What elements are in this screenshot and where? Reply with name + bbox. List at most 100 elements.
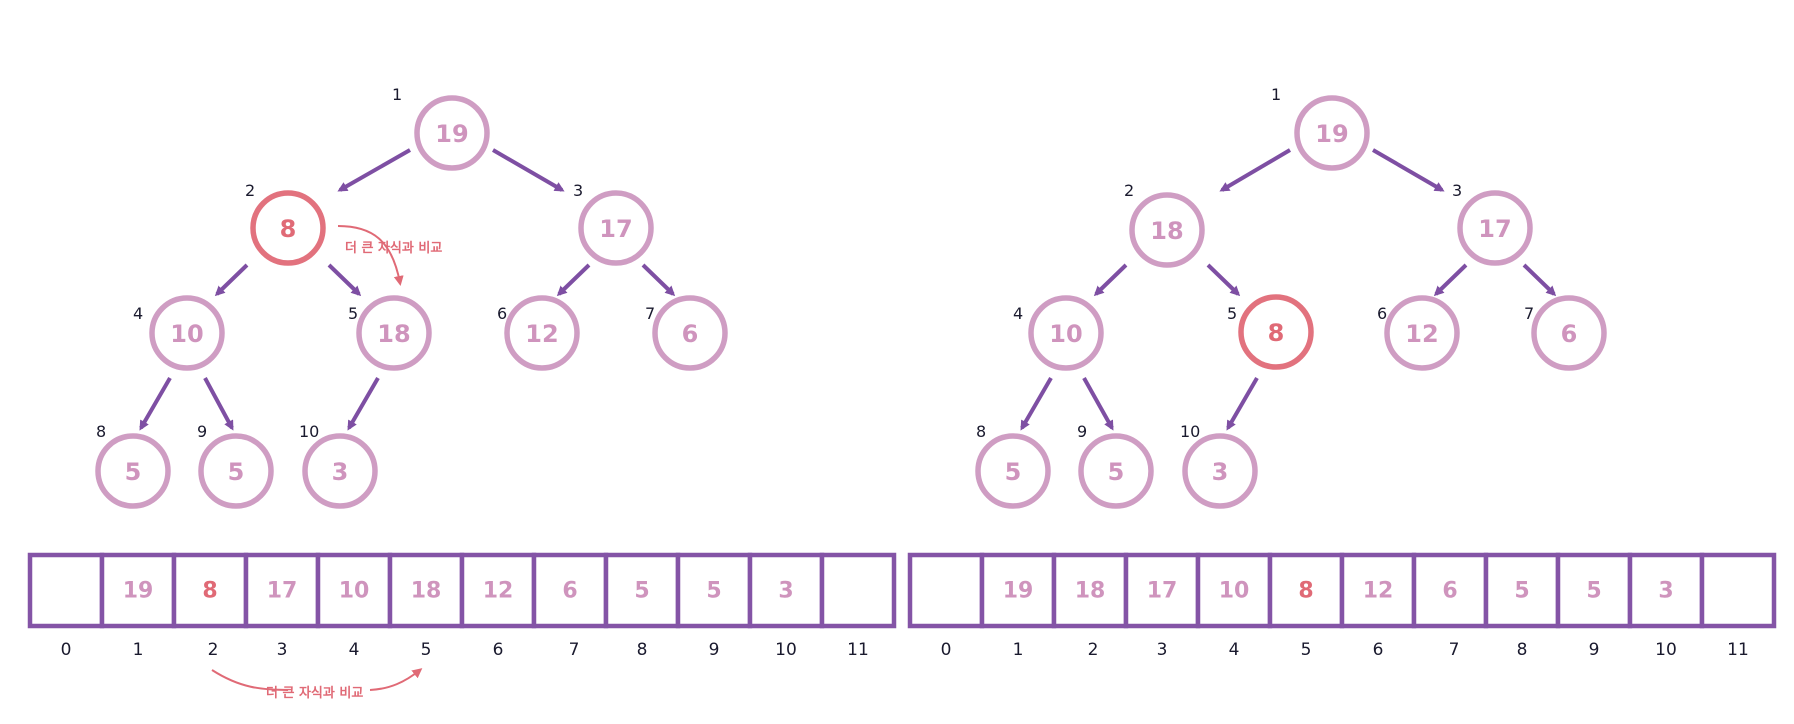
node-circle <box>149 295 225 371</box>
cell-value: 17 <box>267 579 298 604</box>
array-cell: 17 <box>1123 552 1201 629</box>
array-index-label: 11 <box>847 640 869 660</box>
cell-value: 3 <box>1658 579 1673 604</box>
array-index-label: 1 <box>1013 640 1024 660</box>
node-value: 5 <box>125 458 142 486</box>
edge-3-6 <box>556 263 591 297</box>
node-index-label: 1 <box>1271 85 1281 104</box>
node-value: 17 <box>599 215 632 243</box>
panel-before: 19 1 8 2 17 3 10 4 18 5 <box>27 85 897 701</box>
edge-1-3 <box>1371 148 1445 192</box>
cell-value: 5 <box>1514 579 1529 604</box>
array-compare-note: 더 큰 자식과 비교 <box>211 668 423 701</box>
tree-nodes: 19 1 18 2 17 3 10 4 8 5 <box>975 85 1607 509</box>
node-value: 18 <box>377 320 410 348</box>
node-circle <box>414 95 490 171</box>
note-arrow <box>369 668 423 691</box>
array-index-label: 6 <box>493 640 504 660</box>
array-index-label: 2 <box>208 640 219 660</box>
node-value: 5 <box>228 458 245 486</box>
array-cell: 6 <box>1411 552 1489 629</box>
node-index-label: 8 <box>96 422 106 441</box>
array-index-label: 0 <box>61 640 72 660</box>
tree-node: 12 6 <box>1377 295 1460 371</box>
node-circle-highlighted <box>1238 294 1314 370</box>
cell-value: 5 <box>634 579 649 604</box>
node-value: 18 <box>1150 217 1183 245</box>
array-index-label: 8 <box>1517 640 1528 660</box>
node-value: 12 <box>525 320 558 348</box>
node-index-label: 3 <box>573 181 583 200</box>
tree-node: 19 1 <box>1271 85 1370 171</box>
node-index-label: 3 <box>1452 181 1462 200</box>
array-cell: 10 <box>1195 552 1273 629</box>
array-index-label: 10 <box>775 640 797 660</box>
edge-4-9 <box>1082 377 1114 431</box>
node-index-label: 10 <box>299 422 319 441</box>
cell-value: 10 <box>339 579 370 604</box>
node-index-label: 8 <box>976 422 986 441</box>
cell-value: 19 <box>123 579 154 604</box>
tree-node: 10 4 <box>133 295 225 371</box>
node-value: 3 <box>1212 458 1229 486</box>
edge-1-2 <box>337 148 411 192</box>
node-value: 6 <box>1561 320 1578 348</box>
array-cell: 18 <box>387 552 465 629</box>
tree-node: 19 1 <box>392 85 490 171</box>
node-index-label: 7 <box>645 304 655 323</box>
node-circle <box>652 295 728 371</box>
array-index-label: 6 <box>1373 640 1384 660</box>
node-index-label: 1 <box>392 85 402 104</box>
array-cell: 6 <box>531 552 609 629</box>
node-value: 19 <box>435 120 468 148</box>
array-indices: 0 1 2 3 4 5 6 7 8 9 10 11 <box>941 640 1749 660</box>
array-cell-highlighted: 8 <box>171 552 249 629</box>
tree-node: 18 2 <box>1124 181 1205 268</box>
tree-node: 12 6 <box>497 295 580 371</box>
tree-node: 6 7 <box>645 295 728 371</box>
node-circle <box>975 433 1051 509</box>
cell-value: 6 <box>562 579 577 604</box>
cell-value: 18 <box>1075 579 1106 604</box>
edge-2-4 <box>1093 263 1128 297</box>
array-cell: 5 <box>603 552 681 629</box>
array-cell <box>819 552 897 629</box>
node-circle <box>578 190 654 266</box>
array-index-label: 7 <box>1449 640 1460 660</box>
tree-node: 6 7 <box>1524 295 1607 371</box>
cell-value: 8 <box>202 579 217 604</box>
node-circle <box>504 295 580 371</box>
array-index-label: 9 <box>1589 640 1600 660</box>
edge-4-8 <box>139 376 172 431</box>
array-indices: 0 1 2 3 4 5 6 7 8 9 10 11 <box>61 640 869 660</box>
cell-value: 5 <box>1586 579 1601 604</box>
node-circle <box>356 295 432 371</box>
array-cell: 3 <box>1627 552 1705 629</box>
array-index-label: 2 <box>1088 640 1099 660</box>
node-circle <box>1028 295 1104 371</box>
array-index-label: 10 <box>1655 640 1677 660</box>
node-circle <box>1078 433 1154 509</box>
tree-edges <box>139 148 676 431</box>
array-row: 19 8 17 10 18 12 6 5 5 3 <box>27 552 897 629</box>
edge-4-9 <box>203 377 234 431</box>
array-index-label: 0 <box>941 640 952 660</box>
edge-3-7 <box>641 263 676 297</box>
array-cell: 12 <box>1339 552 1417 629</box>
array-index-label: 5 <box>1301 640 1312 660</box>
node-value: 10 <box>1049 320 1082 348</box>
node-value: 17 <box>1478 215 1511 243</box>
node-index-label: 2 <box>245 181 255 200</box>
node-index-label: 4 <box>1013 304 1023 323</box>
array-cell: 12 <box>459 552 537 629</box>
node-value: 6 <box>682 320 699 348</box>
edge-5-10 <box>1226 376 1259 431</box>
array-index-label: 8 <box>637 640 648 660</box>
edge-2-4 <box>214 263 249 297</box>
array-cell: 10 <box>315 552 393 629</box>
tree-node: 5 8 <box>975 422 1051 509</box>
node-index-label: 4 <box>133 304 143 323</box>
node-circle <box>1384 295 1460 371</box>
array-index-label: 4 <box>1229 640 1240 660</box>
array-cell: 19 <box>99 552 177 629</box>
